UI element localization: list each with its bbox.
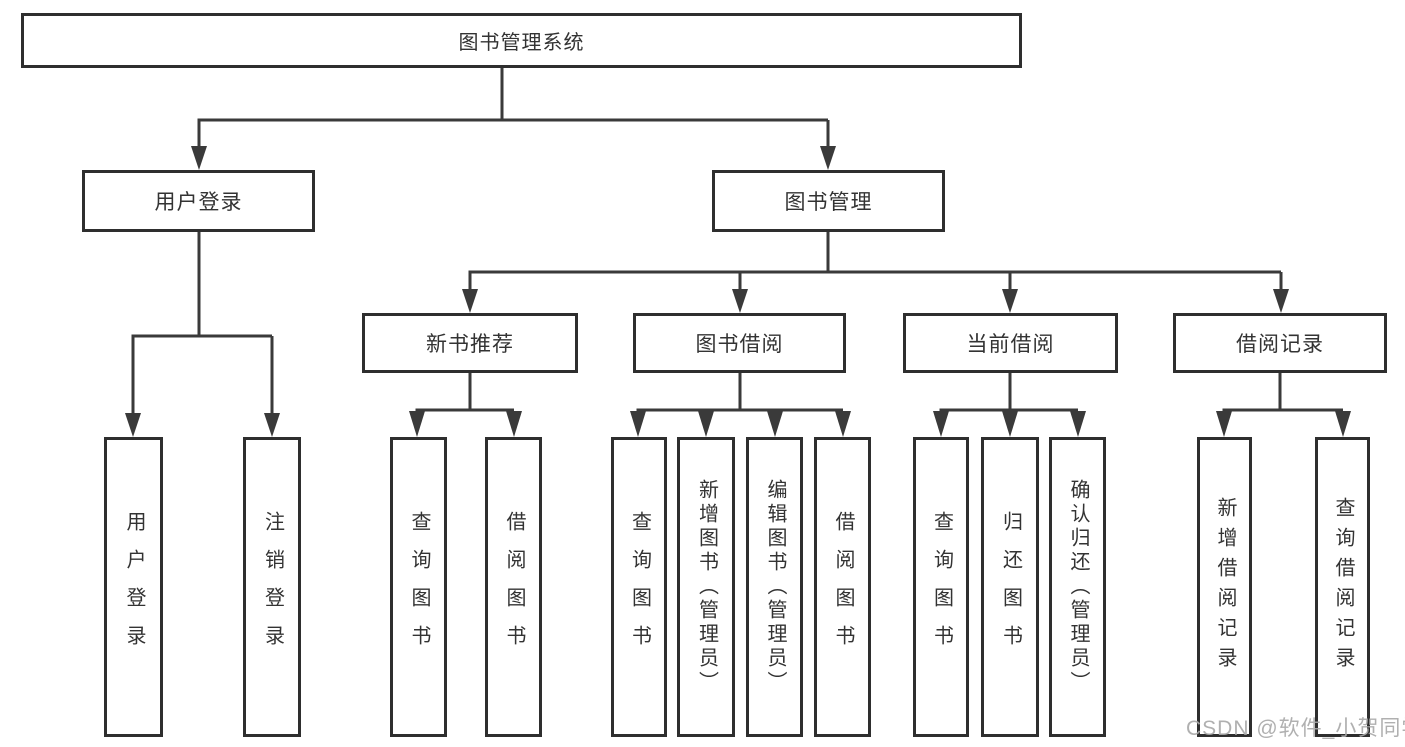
leaf-query-borrow-record: 查询借阅记录 [1315, 437, 1370, 737]
node-library-management-system: 图书管理系统 [21, 13, 1022, 68]
arrowhead-leaf-query-book-a [409, 411, 425, 437]
arrowhead-leaf-add-record [1216, 411, 1232, 437]
arrowhead-leaf-query-book-b [630, 411, 646, 437]
arrowhead-leaf-return-book [1002, 411, 1018, 437]
leaf-borrow-book-b: 借阅图书 [814, 437, 871, 737]
connector-new-book-to-leaves [415, 373, 514, 412]
connector-user-login-to-leaves [131, 232, 274, 415]
node-user-login-branch-label: 用户登录 [154, 191, 243, 214]
arrowhead-leaf-query-record [1335, 411, 1351, 437]
leaf-query-book-c-label: 查询图书 [930, 511, 953, 663]
connector-book-borrow-to-leaves [636, 373, 843, 412]
leaf-borrow-book-a-label: 借阅图书 [503, 511, 525, 663]
leaf-logout: 注销登录 [243, 437, 301, 737]
leaf-query-book-a-label: 查询图书 [408, 511, 430, 663]
leaf-add-borrow-record: 新增借阅记录 [1197, 437, 1252, 737]
node-borrowing-records: 借阅记录 [1173, 313, 1387, 373]
arrowhead-leaf-confirm-return [1070, 411, 1086, 437]
leaf-add-book-admin: 新增图书（管理员） [677, 437, 735, 737]
leaf-confirm-return-admin: 确认归还（管理员） [1049, 437, 1106, 737]
node-current-borrowing: 当前借阅 [903, 313, 1118, 373]
arrowhead-book-borrow [732, 289, 748, 313]
connector-current-borrow-to-leaves [939, 373, 1078, 412]
leaf-edit-book-admin: 编辑图书（管理员） [746, 437, 803, 737]
watermark: CSDN @软件_小贺同学 [1186, 717, 1405, 740]
connector-root-to-level2 [197, 68, 830, 148]
arrowhead-book-management [820, 146, 836, 170]
arrowhead-current-borrow [1002, 289, 1018, 313]
arrowhead-leaf-borrow-book-b [835, 411, 851, 437]
leaf-query-book-b-label: 查询图书 [628, 511, 651, 663]
arrowhead-borrow-record [1273, 289, 1289, 313]
arrowhead-leaf-user-login [125, 413, 141, 437]
node-book-management: 图书管理 [712, 170, 945, 232]
arrowhead-leaf-query-book-c [933, 411, 949, 437]
leaf-query-book-b: 查询图书 [611, 437, 667, 737]
leaf-user-login: 用户登录 [104, 437, 163, 737]
arrowhead-new-book [462, 289, 478, 313]
connector-book-management-to-level3 [468, 232, 1283, 291]
leaf-query-book-c: 查询图书 [913, 437, 969, 737]
node-borrowing-records-label: 借阅记录 [1236, 333, 1324, 356]
node-library-management-system-label: 图书管理系统 [458, 32, 585, 54]
leaf-logout-label: 注销登录 [261, 511, 284, 663]
leaf-borrow-book-a: 借阅图书 [485, 437, 542, 737]
leaf-borrow-book-b-label: 借阅图书 [832, 511, 854, 663]
node-user-login-branch: 用户登录 [82, 170, 315, 232]
node-new-book-recommendation-label: 新书推荐 [426, 333, 514, 356]
leaf-return-book-label: 归还图书 [999, 511, 1022, 663]
leaf-user-login-label: 用户登录 [123, 511, 145, 663]
node-book-borrowing-label: 图书借阅 [695, 333, 784, 356]
leaf-confirm-return-admin-label: 确认归还（管理员） [1067, 479, 1089, 695]
leaf-query-borrow-record-label: 查询借阅记录 [1332, 497, 1354, 677]
arrowhead-leaf-edit-book [767, 411, 783, 437]
leaf-edit-book-admin-label: 编辑图书（管理员） [764, 479, 786, 695]
leaf-query-book-a: 查询图书 [390, 437, 447, 737]
node-new-book-recommendation: 新书推荐 [362, 313, 578, 373]
connector-borrow-record-to-leaves [1222, 373, 1343, 412]
leaf-add-borrow-record-label: 新增借阅记录 [1214, 497, 1236, 677]
node-current-borrowing-label: 当前借阅 [966, 333, 1055, 356]
node-book-management-label: 图书管理 [784, 191, 873, 214]
leaf-return-book: 归还图书 [981, 437, 1039, 737]
leaf-add-book-admin-label: 新增图书（管理员） [695, 479, 718, 695]
arrowhead-user-login [191, 146, 207, 170]
arrowhead-leaf-add-book [698, 411, 714, 437]
arrowhead-leaf-logout [264, 413, 280, 437]
node-book-borrowing: 图书借阅 [633, 313, 846, 373]
arrowhead-leaf-borrow-book-a [506, 411, 522, 437]
